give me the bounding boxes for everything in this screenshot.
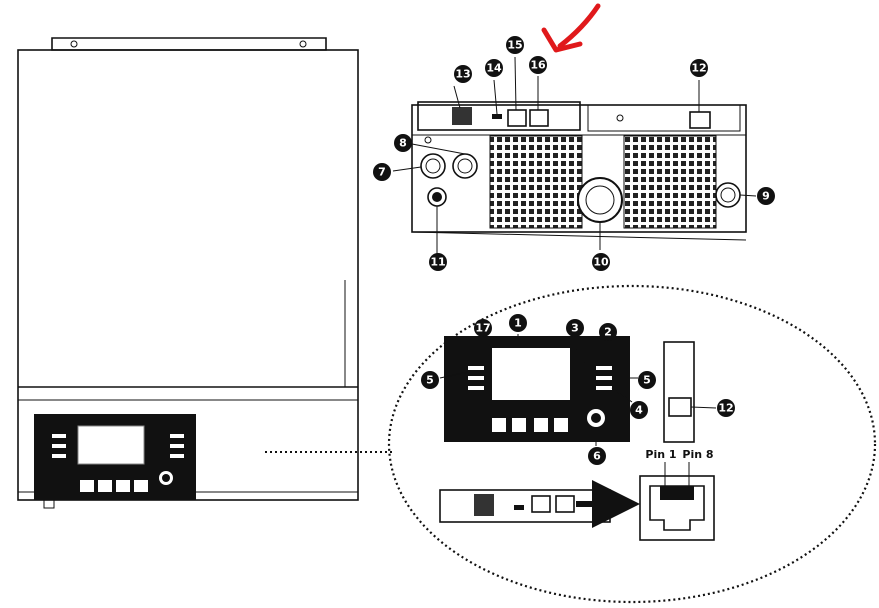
callout-2: 2: [599, 323, 617, 341]
zoom-detail: Pin 1 Pin 8: [387, 284, 877, 604]
callout-1: 1: [509, 314, 527, 332]
callout-11: 11: [429, 253, 447, 271]
svg-text:14: 14: [486, 62, 502, 75]
callout-12-top: 12: [690, 59, 708, 77]
callout-6: 6: [588, 447, 606, 465]
leader-lines: [392, 56, 757, 446]
inverter-front-view: [17, 37, 392, 509]
red-annotation-arrow: [541, 3, 601, 53]
callout-10: 10: [592, 253, 610, 271]
zoomed-side-view: [663, 341, 695, 443]
svg-text:11: 11: [430, 256, 445, 269]
svg-text:5: 5: [426, 374, 434, 387]
svg-text:10: 10: [593, 256, 609, 269]
pin-8-label: Pin 8: [682, 448, 713, 461]
callout-7: 7: [373, 163, 391, 181]
svg-text:8: 8: [399, 137, 407, 150]
rj45-pin-diagram: Pin 1 Pin 8: [639, 448, 715, 541]
svg-text:5: 5: [643, 374, 651, 387]
zoomed-control-panel: [444, 336, 630, 442]
callout-17: 17: [474, 319, 492, 337]
callout-15: 15: [506, 36, 524, 54]
callout-5-right: 5: [638, 371, 656, 389]
callout-12-zoom: 12: [717, 399, 735, 417]
svg-text:3: 3: [571, 322, 579, 335]
svg-text:15: 15: [507, 39, 522, 52]
callout-badges: 13 14 15 16 12 8 7 9 10 11 17 1 3 2 5 5 …: [373, 36, 775, 465]
callout-13: 13: [454, 65, 472, 83]
inverter-bottom-view: [411, 101, 747, 241]
svg-text:12: 12: [691, 62, 706, 75]
callout-14: 14: [485, 59, 503, 77]
callout-4: 4: [630, 401, 648, 419]
svg-text:9: 9: [762, 190, 770, 203]
svg-text:4: 4: [635, 404, 643, 417]
svg-text:16: 16: [530, 59, 546, 72]
callout-9: 9: [757, 187, 775, 205]
callout-16: 16: [529, 56, 547, 74]
callout-5-left: 5: [421, 371, 439, 389]
svg-text:2: 2: [604, 326, 612, 339]
callout-8: 8: [394, 134, 412, 152]
svg-text:13: 13: [455, 68, 470, 81]
svg-text:17: 17: [475, 322, 490, 335]
front-control-panel: [34, 414, 196, 500]
pin-1-label: Pin 1: [645, 448, 676, 461]
callout-3: 3: [566, 319, 584, 337]
svg-text:12: 12: [718, 402, 733, 415]
svg-text:6: 6: [593, 450, 601, 463]
svg-text:1: 1: [514, 317, 522, 330]
svg-text:7: 7: [378, 166, 386, 179]
zoomed-comm-ports: [439, 480, 640, 528]
